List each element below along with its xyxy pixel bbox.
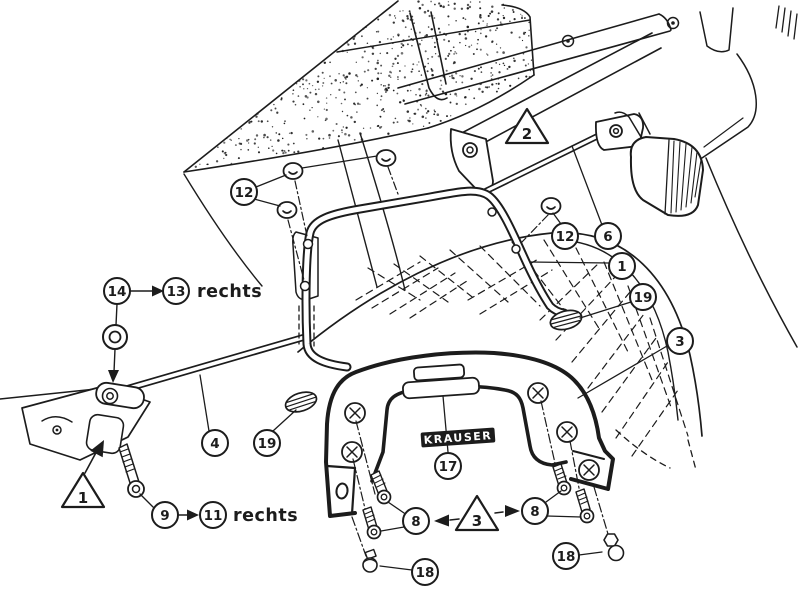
callout-1: 1	[608, 252, 636, 280]
callout-number: 6	[603, 229, 612, 245]
callout-number: 3	[675, 334, 684, 350]
triangle-marker-step-2: 2	[504, 107, 550, 145]
callout-18-left: 18	[411, 558, 439, 586]
rear-fender-tire	[0, 132, 703, 471]
hex-bolt-9	[118, 443, 145, 498]
triangle-number: 3	[472, 512, 482, 530]
allen-screw-8	[575, 488, 595, 524]
distance-nut-14	[102, 324, 128, 350]
callout-8-right: 8	[521, 497, 549, 525]
callout-19-left: 19	[253, 429, 281, 457]
callout-number: 19	[634, 290, 653, 306]
tail-cowl	[699, 5, 798, 348]
callout-13: 13	[162, 277, 190, 305]
callout-number: 1	[617, 259, 626, 275]
callout-number: 12	[556, 229, 575, 245]
triangle-marker-layer: 213	[60, 107, 550, 532]
seat-stipple	[194, 0, 534, 168]
callout-number: 18	[416, 565, 435, 581]
triangle-marker-step-3: 3	[454, 494, 500, 532]
rear-subframe	[397, 11, 680, 195]
allen-screw-8	[362, 506, 382, 540]
step1-arrowhead	[90, 440, 104, 458]
callout-number: 11	[204, 508, 223, 524]
callout-number: 14	[108, 284, 127, 300]
callout-number: 12	[235, 185, 254, 201]
callout-number: 19	[258, 436, 277, 452]
krauser-badge: KRAUSER	[420, 427, 496, 448]
callout-number: 8	[411, 514, 420, 530]
callout-layer: 12 12 61 19 3 14 13 4 19 9 11 17 8 8 18 18	[103, 178, 694, 586]
carrier-handle	[402, 376, 480, 400]
down-arrowhead	[108, 370, 119, 383]
side-label-layer: rechts rechts	[197, 282, 298, 526]
triangle-number: 2	[522, 125, 532, 143]
triangle-number: 1	[78, 489, 88, 507]
assembly-axis-lines-lower	[351, 400, 609, 557]
triangle-marker-step-1: 1	[60, 471, 106, 509]
assembly-axis-lines	[287, 166, 549, 281]
callout-number: 4	[210, 436, 219, 452]
support-stay-left	[84, 324, 309, 498]
grommet	[375, 149, 397, 167]
right-arrowhead	[152, 285, 164, 297]
rubber-grommets-12	[276, 149, 562, 281]
callout-8-left: 8	[402, 507, 430, 535]
callout-17: 17	[434, 452, 462, 480]
cap-nut-18	[603, 533, 625, 562]
callout-number: 13	[167, 284, 186, 300]
badge-label: KRAUSER	[423, 429, 492, 447]
callout-19-right: 19	[629, 283, 657, 311]
callout-number: 18	[557, 549, 576, 565]
signal-stalk	[614, 111, 651, 138]
callout-14: 14	[103, 277, 131, 305]
allen-screw-8	[370, 470, 392, 505]
left-arrowhead	[434, 514, 449, 527]
ribbed-grommet-19	[549, 309, 583, 331]
cap-nut-18	[362, 548, 378, 573]
grommet	[276, 201, 298, 219]
callout-11: 11	[199, 501, 227, 529]
callout-4: 4	[201, 429, 229, 457]
callout-12-left: 12	[230, 178, 258, 206]
callout-18-right: 18	[552, 542, 580, 570]
topcase-carrier-plate: KRAUSER	[324, 350, 615, 518]
ribbed-grommet-19	[284, 391, 318, 413]
mounting-hardware	[284, 309, 625, 573]
pivot-bracket	[449, 128, 494, 193]
callout-3: 3	[666, 327, 694, 355]
carrier-latch	[413, 363, 466, 382]
callout-number: 17	[439, 459, 458, 475]
callout-12-right: 12	[551, 222, 579, 250]
grommet	[540, 197, 562, 215]
leader-lines	[108, 145, 668, 571]
grommet	[282, 162, 304, 180]
rack-hoop-1	[292, 186, 569, 372]
pillion-seat	[183, 0, 535, 173]
rechts-label-bottom: rechts	[233, 506, 298, 526]
callout-9: 9	[151, 501, 179, 529]
callout-number: 8	[530, 504, 539, 520]
callout-6: 6	[594, 222, 622, 250]
callout-number: 9	[160, 508, 169, 524]
signal-lens-hatch	[670, 140, 702, 214]
turn-signal	[614, 111, 705, 217]
rechts-label-top: rechts	[197, 282, 262, 302]
right-arrowhead	[505, 505, 520, 517]
plate-screws	[341, 382, 600, 481]
right-arrowhead	[187, 509, 199, 521]
